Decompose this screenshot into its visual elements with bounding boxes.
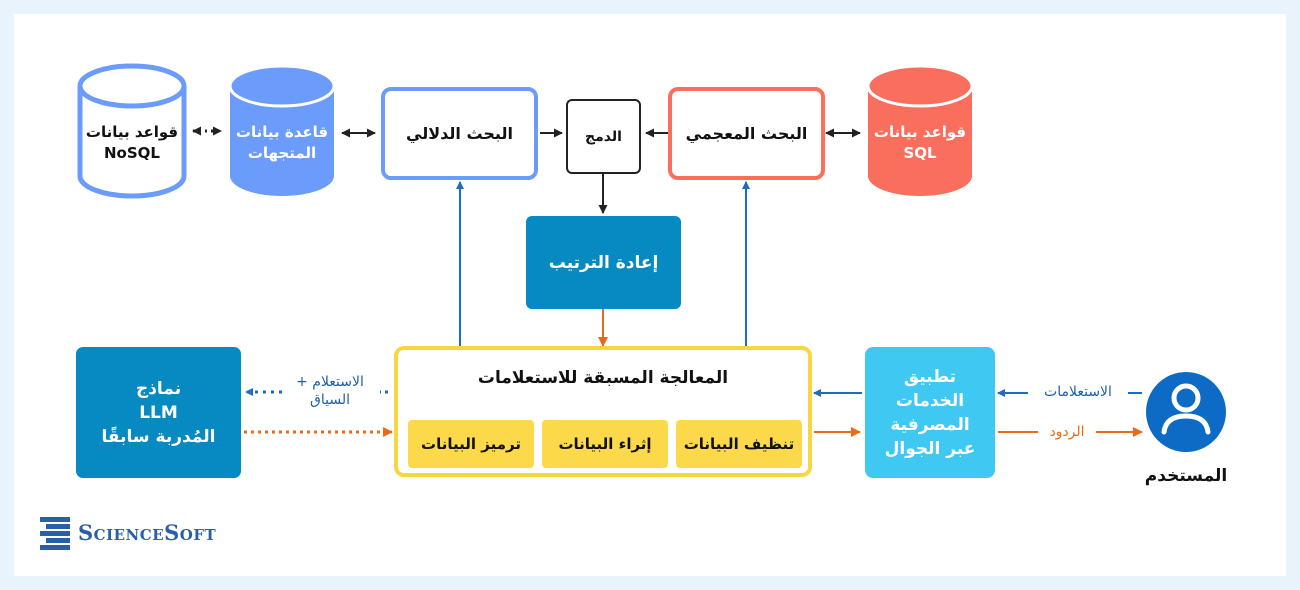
sql-database-line1: قواعد بيانات [873, 123, 967, 141]
nosql-database-line1: قواعد بيانات [85, 123, 179, 141]
mobile-app-line2: الخدمات [895, 390, 965, 411]
nosql-database-label: قواعد بيانات NoSQL [80, 122, 184, 164]
query-context-label: الاستعلام + السياق [282, 373, 378, 409]
nosql-database-line2: NoSQL [104, 144, 160, 162]
data-cleaning-label: تنظيف البيانات [683, 435, 795, 453]
user-label: المستخدم [1144, 466, 1228, 486]
sciencesoft-logo-icon [40, 517, 70, 550]
fusion-box: الدمج [566, 99, 641, 174]
mobile-app-line4: عبر الجوال [884, 438, 976, 459]
mobile-app-line1: تطبيق [903, 366, 957, 387]
user-avatar-icon [1146, 372, 1226, 452]
lexical-search-label: البحث المعجمي [685, 124, 808, 143]
nosql-database-cylinder [77, 63, 187, 199]
semantic-search-box: البحث الدلالي [381, 87, 538, 180]
sql-database-cylinder [866, 64, 974, 196]
reranking-box: إعادة الترتيب [526, 216, 681, 309]
pretrained-llm-box: نماذج LLM المُدربة سابقًا [76, 347, 241, 478]
query-context-line1: الاستعلام + [296, 374, 364, 390]
data-enrichment-label: إثراء البيانات [558, 435, 652, 453]
sql-database-label: قواعد بيانات SQL [868, 122, 972, 164]
data-enrichment-step: إثراء البيانات [542, 420, 668, 468]
queries-label: الاستعلامات [1044, 384, 1112, 400]
data-tokenization-step: ترميز البيانات [408, 420, 534, 468]
sciencesoft-logo-text: ScienceSoft [78, 520, 217, 545]
lexical-search-box: البحث المعجمي [668, 87, 825, 180]
mobile-banking-app-box: تطبيق الخدمات المصرفية عبر الجوال [865, 347, 995, 478]
vector-database-line1: قاعدة بيانات [235, 123, 329, 141]
reranking-label: إعادة الترتيب [548, 252, 659, 273]
data-tokenization-label: ترميز البيانات [421, 435, 521, 453]
llm-line2: LLM [139, 402, 178, 423]
vector-database-line2: المتجهات [247, 144, 317, 162]
llm-line1: نماذج [135, 378, 182, 399]
query-preprocessing-box: المعالجة المسبقة للاستعلامات تنظيف البيا… [394, 346, 812, 477]
responses-label: الردود [1049, 424, 1085, 440]
vector-database-cylinder [228, 64, 336, 196]
sql-database-line2: SQL [903, 144, 937, 162]
vector-database-label: قاعدة بيانات المتجهات [230, 122, 334, 164]
llm-line3: المُدربة سابقًا [101, 426, 216, 447]
query-context-line2: السياق [310, 392, 350, 408]
fusion-label: الدمج [585, 128, 622, 145]
semantic-search-label: البحث الدلالي [406, 124, 513, 143]
mobile-app-line3: المصرفية [890, 414, 970, 435]
data-cleaning-step: تنظيف البيانات [676, 420, 802, 468]
query-preprocessing-title: المعالجة المسبقة للاستعلامات [477, 368, 729, 388]
